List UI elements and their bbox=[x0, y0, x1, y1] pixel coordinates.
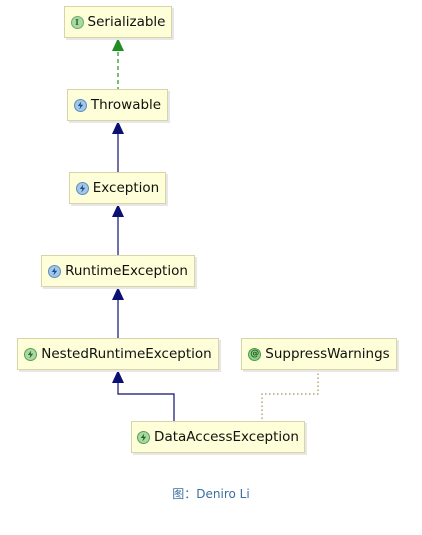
runtime-exception-node[interactable]: RuntimeException bbox=[41, 255, 195, 287]
serializable-node[interactable]: I Serializable bbox=[64, 6, 172, 38]
class-icon bbox=[48, 264, 62, 278]
serializable-label: Serializable bbox=[87, 14, 166, 30]
image-caption: 图：Deniro Li bbox=[172, 487, 250, 501]
class-icon bbox=[75, 181, 89, 195]
class-icon bbox=[73, 98, 87, 112]
interface-icon: I bbox=[70, 15, 84, 29]
implements-edge-throwable-serializable bbox=[112, 38, 124, 91]
nested-runtime-exception-label: NestedRuntimeException bbox=[41, 346, 212, 362]
extends-edge-dataaccessexception-nestedruntimeexception bbox=[112, 370, 175, 423]
abstract-class-icon bbox=[137, 430, 151, 444]
extends-edge-exception-throwable bbox=[112, 121, 124, 174]
data-access-exception-node[interactable]: DataAccessException bbox=[131, 421, 305, 453]
suppress-warnings-label: SuppressWarnings bbox=[265, 346, 390, 362]
exception-label: Exception bbox=[92, 180, 160, 196]
data-access-exception-label: DataAccessException bbox=[154, 429, 299, 445]
extends-edge-nestedruntimeexception-runtimeexception bbox=[112, 287, 124, 340]
annotation-icon: @ bbox=[248, 347, 262, 361]
abstract-class-icon bbox=[24, 347, 38, 361]
exception-node[interactable]: Exception bbox=[69, 172, 166, 204]
nested-runtime-exception-node[interactable]: NestedRuntimeException bbox=[17, 338, 219, 370]
runtime-exception-label: RuntimeException bbox=[65, 263, 188, 279]
suppress-warnings-node[interactable]: @ SuppressWarnings bbox=[241, 338, 397, 370]
throwable-label: Throwable bbox=[90, 97, 162, 113]
throwable-node[interactable]: Throwable bbox=[67, 89, 168, 121]
annotation-edge-dataaccessexception-suppresswarnings bbox=[261, 370, 319, 423]
extends-edge-runtimeexception-exception bbox=[112, 204, 124, 257]
